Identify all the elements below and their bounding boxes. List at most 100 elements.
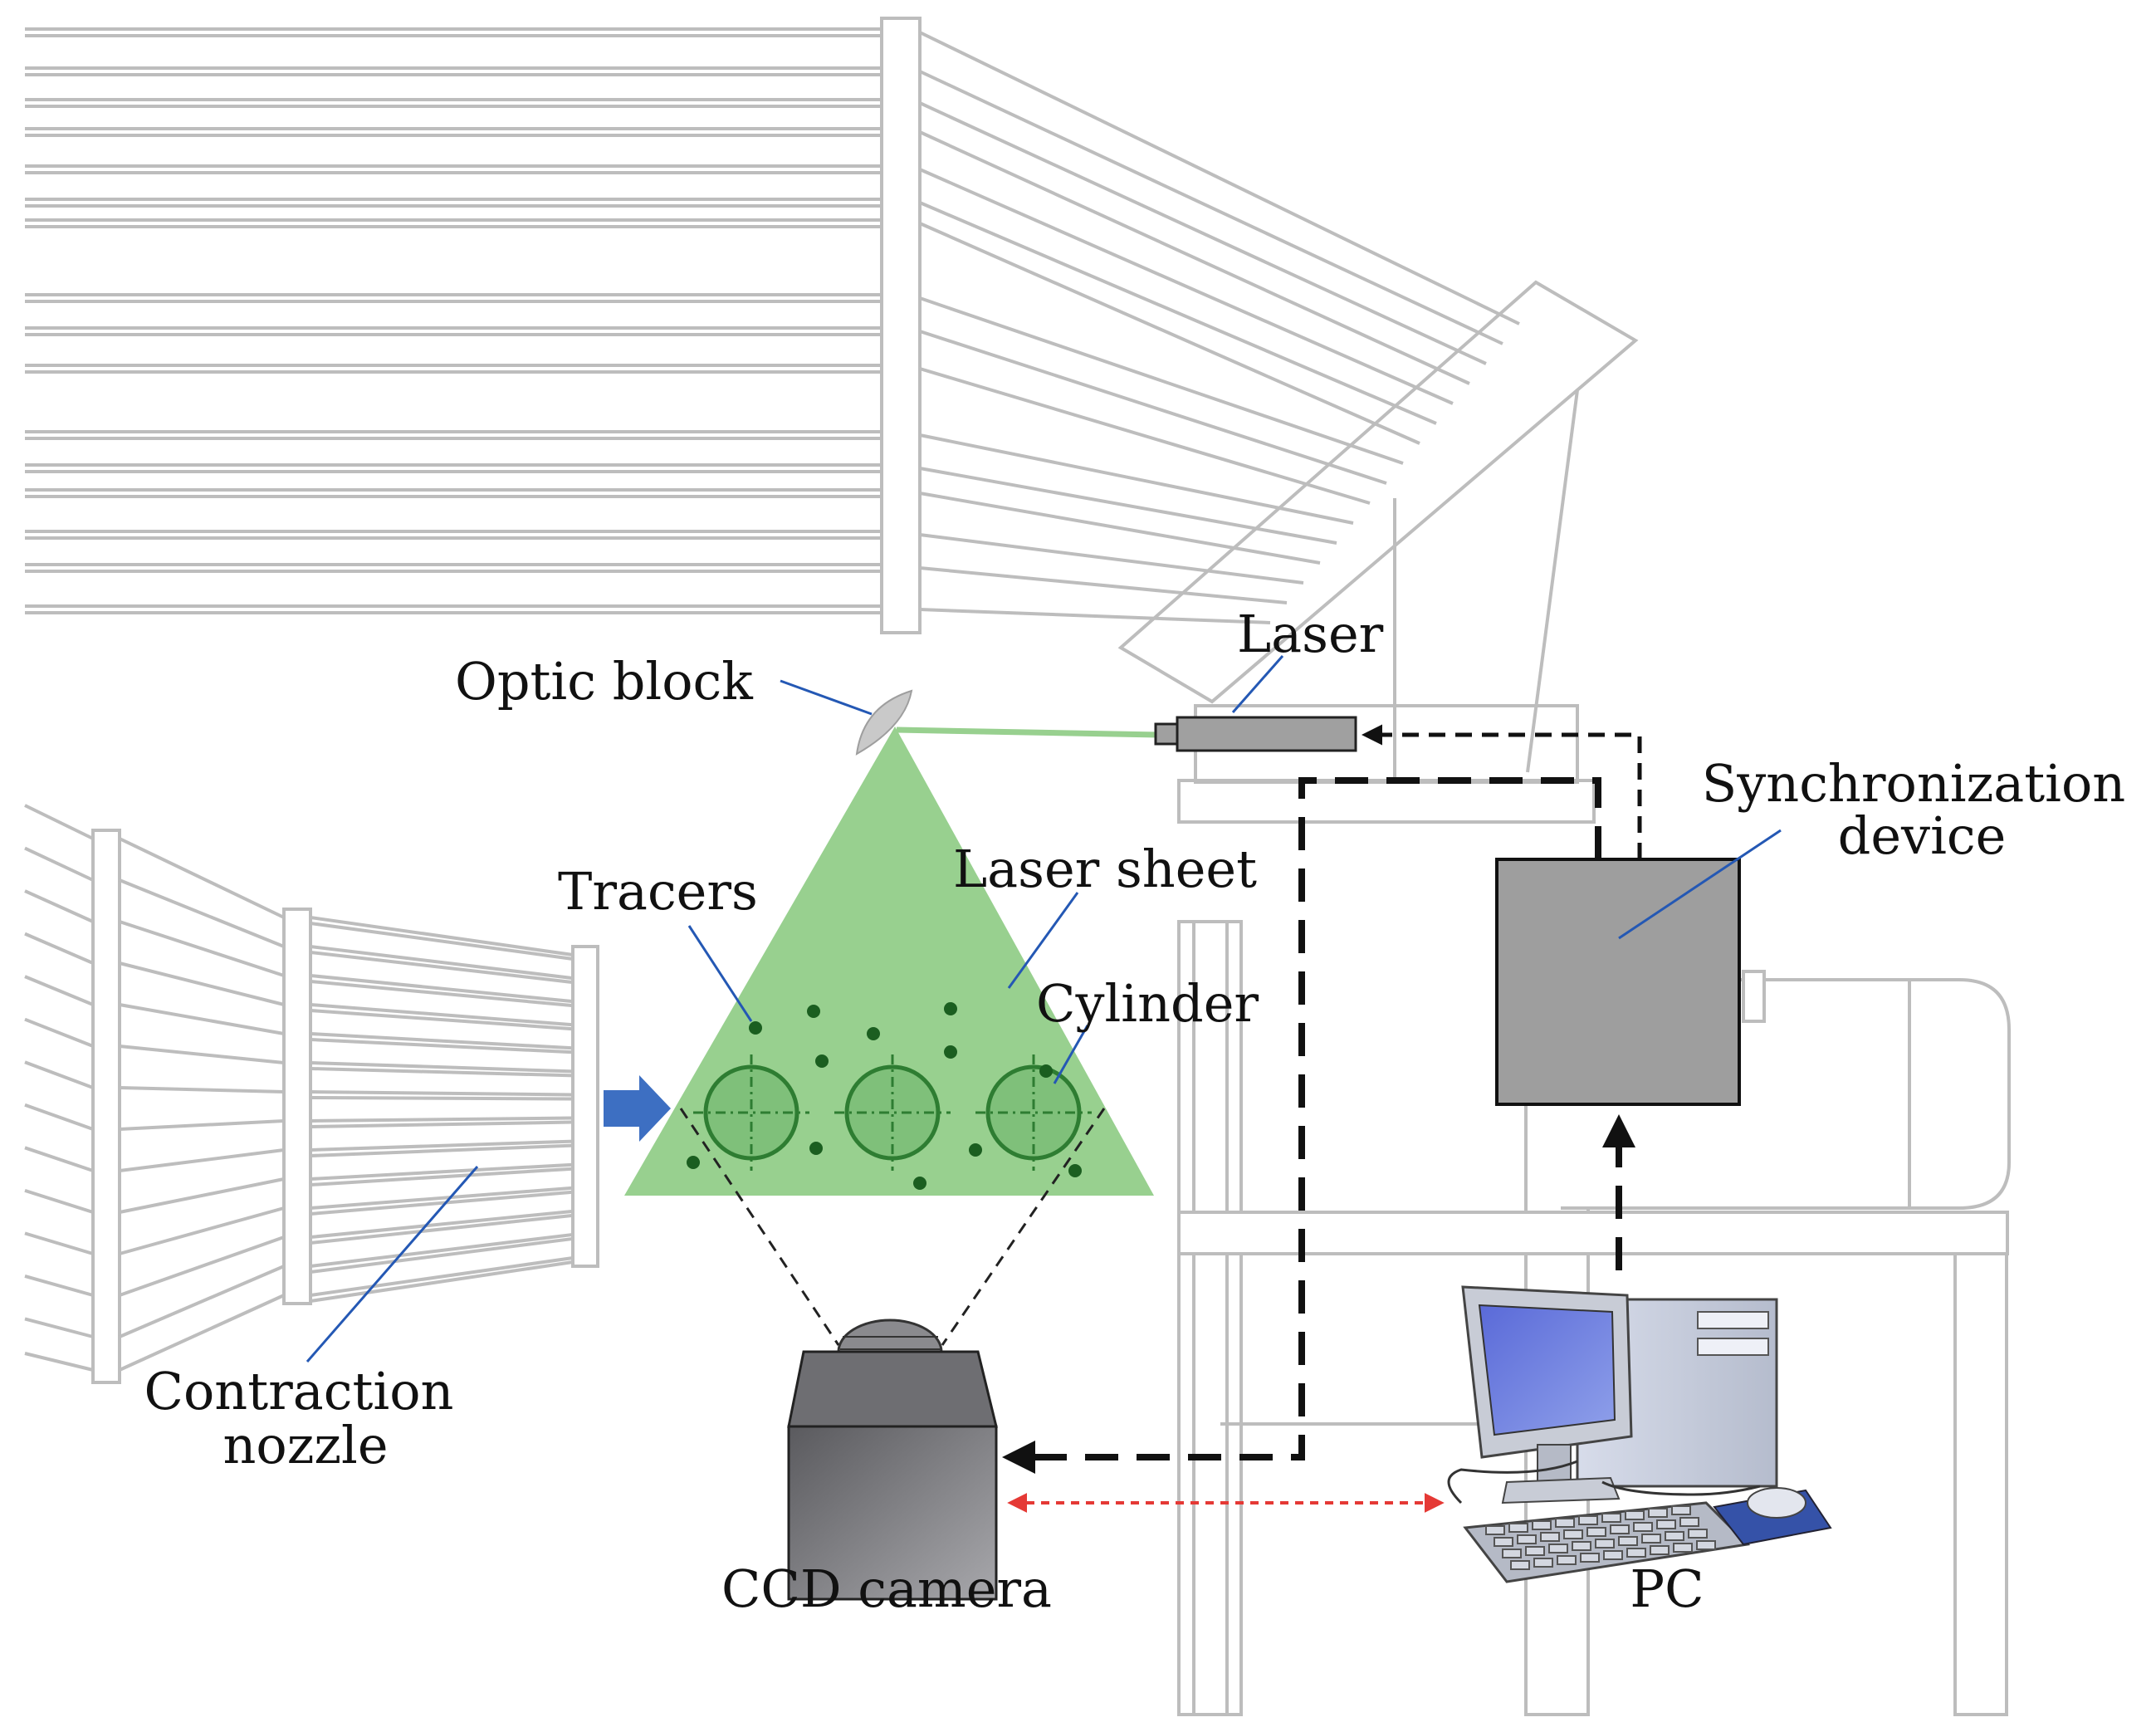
synchronization-device-label-line2: device	[1838, 805, 2007, 866]
table-leg-right	[1953, 1248, 2008, 1716]
nozzle-wire	[24, 932, 94, 965]
keyboard-key	[1485, 1525, 1505, 1535]
tunnel-wire	[919, 492, 1321, 565]
nozzle-wire	[119, 1045, 285, 1064]
laser-sheet-leader	[1007, 892, 1079, 989]
tunnel-wire	[919, 168, 1454, 405]
tracer-particle	[913, 1177, 926, 1190]
nozzle-wire	[119, 1177, 285, 1214]
nozzle-ring-1	[91, 829, 121, 1384]
nozzle-wire	[310, 1139, 574, 1152]
table-leg-left	[1177, 920, 1243, 1716]
nozzle-wire	[310, 1190, 574, 1216]
nozzle-wire	[310, 1162, 574, 1181]
contraction-nozzle-leader	[306, 1166, 479, 1363]
nozzle-wire	[310, 1038, 574, 1054]
keyboard-key	[1696, 1540, 1716, 1550]
table-leg-left-inner	[1192, 920, 1229, 1716]
tunnel-wire	[919, 101, 1487, 365]
tracer-particle	[815, 1054, 829, 1068]
keyboard-key	[1540, 1532, 1560, 1542]
camera-field-of-view	[679, 1108, 1106, 1346]
keyboard-key	[1679, 1517, 1699, 1527]
nozzle-ring-3	[571, 945, 599, 1268]
nozzle-wire	[24, 975, 94, 1006]
tunnel-wire	[919, 31, 1520, 325]
nozzle-wire	[119, 920, 285, 977]
keyboard-key	[1572, 1541, 1591, 1551]
nozzle-wire	[310, 1213, 574, 1245]
nozzle-wire	[24, 889, 94, 923]
nozzle-wire	[119, 1235, 285, 1297]
keyboard-key	[1502, 1549, 1522, 1558]
cylinder-leader	[1053, 1025, 1089, 1084]
nozzle-wire	[310, 974, 574, 1004]
keyboard-key	[1508, 1523, 1528, 1533]
tracer-particle	[807, 1005, 820, 1018]
nozzle-wire	[24, 804, 94, 840]
nozzle-ring-2	[282, 908, 312, 1305]
tracer-particle	[809, 1142, 823, 1155]
nozzle-wire	[310, 980, 574, 1008]
cylinder-circle	[693, 1054, 809, 1171]
keyboard-key	[1603, 1550, 1623, 1560]
laser-leader	[1231, 655, 1284, 713]
nozzle-wire	[24, 846, 94, 882]
tunnel-wire	[919, 533, 1304, 585]
nozzle-wire	[310, 945, 574, 981]
nozzle-wire	[310, 1032, 574, 1050]
nozzle-wire	[24, 1017, 94, 1048]
sync-to-camera-trigger-line	[1002, 777, 1601, 1474]
nozzle-wire	[24, 1231, 94, 1255]
tracers	[687, 1002, 1082, 1190]
keyboard-key	[1494, 1537, 1513, 1547]
tracer-particle	[1068, 1164, 1082, 1177]
keyboard-key	[1555, 1518, 1575, 1528]
tunnel-wire	[919, 467, 1337, 545]
nozzle-wire	[310, 1186, 574, 1210]
contraction-nozzle-structure	[24, 804, 599, 1384]
nozzle-wire	[310, 1256, 574, 1297]
nozzle-wire	[24, 1146, 94, 1172]
cylinder-circle	[975, 1054, 1092, 1171]
nozzle-wire	[310, 1120, 574, 1128]
nozzle-wire	[310, 1009, 574, 1031]
tunnel-wire	[919, 130, 1470, 385]
tunnel-wire	[919, 566, 1288, 604]
keyboard-key	[1580, 1553, 1600, 1563]
keyboard-key	[1533, 1558, 1553, 1568]
tracer-particle	[1039, 1064, 1053, 1078]
optic-block-leader	[780, 679, 873, 716]
keyboard-key	[1688, 1529, 1708, 1539]
nozzle-wire	[310, 1003, 574, 1027]
keyboard-key	[1586, 1527, 1606, 1537]
keyboard-key	[1601, 1513, 1621, 1523]
contraction-nozzle-label-line2: nozzle	[222, 1415, 388, 1475]
nozzle-wire	[119, 837, 285, 919]
keyboard-key	[1673, 1543, 1693, 1553]
nozzle-wire	[24, 1103, 94, 1131]
synchronization-device-leader	[1618, 829, 1782, 940]
laser-head-icon	[1154, 716, 1357, 752]
tracer-particle	[687, 1156, 700, 1169]
keyboard-key	[1532, 1520, 1552, 1530]
nozzle-wire	[119, 878, 285, 948]
nozzle-wire	[119, 1086, 285, 1094]
keyboard-key	[1618, 1536, 1638, 1546]
nozzle-wire	[119, 961, 285, 1006]
keyboard-key	[1548, 1544, 1568, 1553]
nozzle-wire	[310, 1116, 574, 1123]
tracer-particle	[969, 1143, 982, 1157]
nozzle-wire	[310, 916, 574, 957]
cylinder-label: Cylinder	[1036, 973, 1259, 1034]
nozzle-wire	[310, 922, 574, 961]
nozzle-wire	[310, 1067, 574, 1078]
tunnel-wire	[919, 433, 1354, 525]
nozzle-wire	[119, 1206, 285, 1255]
nozzle-wire	[119, 1148, 285, 1172]
tunnel-wire	[919, 201, 1437, 425]
keyboard-key	[1517, 1534, 1537, 1544]
keyboard-key	[1633, 1522, 1653, 1532]
cylinder-outline	[703, 1064, 799, 1161]
tracers-leader	[687, 925, 753, 1022]
